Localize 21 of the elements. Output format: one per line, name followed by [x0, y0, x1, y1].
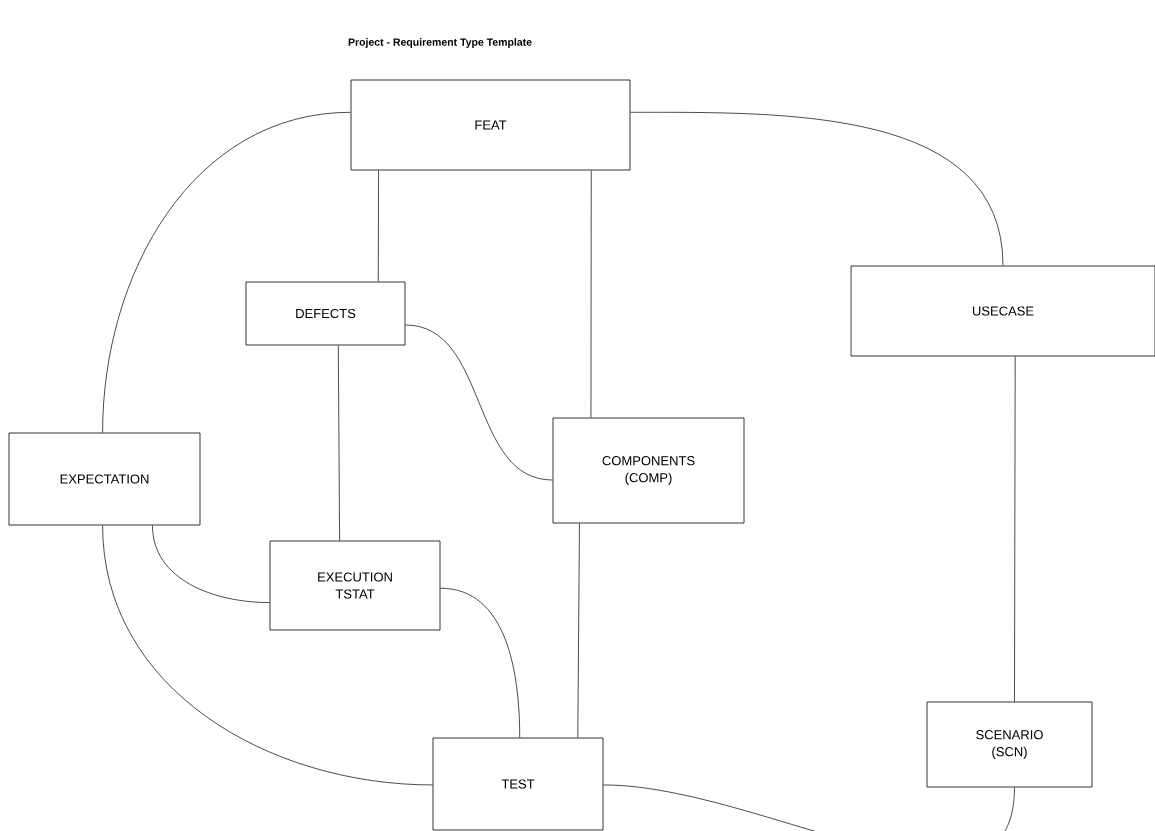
connector-line: [405, 324, 553, 481]
box: EXECUTION TSTAT: [269, 540, 441, 631]
box: DEFECTS: [245, 281, 406, 346]
box: EXPECTATION: [8, 432, 201, 526]
box: COMPONENTS (COMP): [552, 417, 745, 524]
connector-line: [590, 170, 592, 418]
connector-line: [630, 111, 1004, 266]
connector-line: [377, 170, 379, 282]
box: FEAT: [350, 79, 631, 171]
box: TEST: [432, 737, 604, 831]
connector-line: [337, 345, 340, 541]
connector-line: [102, 111, 351, 433]
box: SCENARIO (SCN): [926, 701, 1093, 788]
connector-line: [577, 523, 580, 738]
connector-line: [152, 525, 270, 603]
connector-line: [102, 525, 433, 786]
connector-line: [440, 587, 521, 738]
connector-line: [1014, 356, 1016, 702]
connector-line: [603, 784, 1015, 831]
box: USECASE: [850, 265, 1155, 357]
title: Project - Requirement Type Template: [348, 38, 532, 48]
